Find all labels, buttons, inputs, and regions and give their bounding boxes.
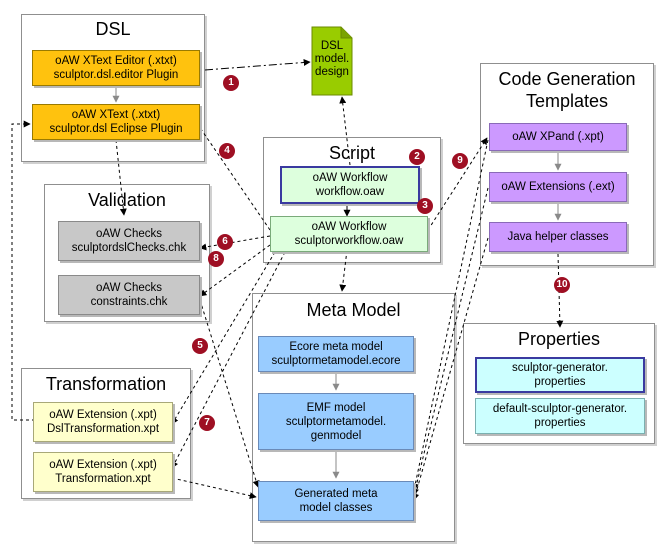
- edge-7-to-transformation: [171, 251, 286, 469]
- node-extensions-line1: oAW Extensions (.ext): [501, 181, 615, 193]
- node-workflow-line1: oAW Workflow: [312, 172, 388, 184]
- node-xtext-plugin[interactable]: oAW XText (.xtxt) sculptor.dsl Eclipse P…: [32, 104, 200, 140]
- step-badge-4: 4: [219, 143, 235, 159]
- node-workflow[interactable]: oAW Workflow workflow.oaw: [280, 166, 420, 204]
- node-xpand-line1: oAW XPand (.xpt): [512, 131, 604, 143]
- transformation-group-title: Transformation: [45, 374, 167, 394]
- properties-group-title: Properties: [517, 329, 601, 349]
- edge-dsltransformation-to-plugin: [11, 120, 35, 421]
- step-badge-3: 3: [417, 198, 433, 214]
- edge-xpand-to-generated: [411, 139, 489, 491]
- meta-model-group-title: Meta Model: [306, 300, 401, 320]
- document-shape: [311, 26, 353, 96]
- node-emf-model-line1: EMF model: [306, 401, 366, 414]
- document-label: DSL model. design: [312, 40, 352, 79]
- node-checks-dsl[interactable]: oAW Checks sculptordslChecks.chk: [58, 221, 200, 261]
- edge-constraints-to-generated: [199, 299, 260, 488]
- step-badge-8: 8: [208, 251, 224, 267]
- script-group-title: Script: [328, 143, 375, 163]
- node-emf-model[interactable]: EMF model sculptormetamodel. genmodel: [258, 393, 414, 450]
- node-default-props-line2: properties: [534, 417, 586, 429]
- document-label-line2: model.: [314, 53, 350, 65]
- node-checks-constraints-line2: constraints.chk: [90, 296, 168, 308]
- node-xtext-editor[interactable]: oAW XText Editor (.xtxt) sculptor.dsl.ed…: [32, 50, 200, 86]
- node-xtext-editor-line2: sculptor.dsl.editor Plugin: [53, 69, 179, 81]
- edge-9-to-xpand: [427, 137, 488, 231]
- node-emf-model-line3: genmodel: [310, 429, 362, 442]
- validation-group-title: Validation: [88, 190, 166, 210]
- document-label-line1: DSL: [320, 40, 344, 52]
- code-generation-group-title-line2: Templates: [525, 91, 609, 111]
- node-xtext-plugin-line2: sculptor.dsl Eclipse Plugin: [49, 123, 183, 135]
- node-checks-dsl-line2: sculptordslChecks.chk: [71, 242, 187, 254]
- node-extensions[interactable]: oAW Extensions (.ext): [489, 172, 627, 202]
- node-generated-classes-line1: Generated meta: [294, 488, 378, 500]
- document-label-line3: design: [315, 66, 349, 78]
- node-java-helper-line1: Java helper classes: [507, 231, 609, 243]
- node-xpand[interactable]: oAW XPand (.xpt): [489, 123, 627, 151]
- step-badge-9: 9: [452, 153, 468, 169]
- node-ext-dsl-transformation-line1: oAW Extension (.xpt): [49, 409, 157, 421]
- node-sculptor-workflow-line1: oAW Workflow: [311, 221, 387, 233]
- node-checks-constraints[interactable]: oAW Checks constraints.chk: [58, 275, 200, 315]
- node-ext-transformation-line1: oAW Extension (.xpt): [49, 459, 157, 471]
- edge-script-to-document: [339, 96, 351, 166]
- node-sculptor-workflow-line2: sculptorworkflow.oaw: [294, 235, 404, 247]
- node-generated-classes[interactable]: Generated meta model classes: [258, 481, 414, 521]
- edge-8-to-constraints: [199, 244, 271, 297]
- edge-1-editor-to-document: [204, 58, 311, 71]
- node-ext-dsl-transformation[interactable]: oAW Extension (.xpt) DslTransformation.x…: [33, 402, 173, 442]
- edge-extensions-to-generated: [412, 187, 489, 496]
- node-workflow-line2: workflow.oaw: [315, 186, 385, 198]
- node-ext-dsl-transformation-line2: DslTransformation.xpt: [46, 423, 160, 435]
- edge-4-to-plugin: [191, 115, 271, 231]
- step-badge-2: 2: [409, 149, 425, 165]
- node-ecore-model-line2: sculptormetamodel.ecore: [271, 355, 401, 367]
- node-default-props[interactable]: default-sculptor-generator. properties: [475, 398, 645, 434]
- node-ecore-model-line1: Ecore meta model: [289, 341, 383, 353]
- node-sculptor-props-line2: properties: [534, 376, 586, 388]
- edge-transformation-to-generated: [171, 477, 257, 500]
- step-badge-1: 1: [223, 75, 239, 91]
- node-default-props-line1: default-sculptor-generator.: [492, 403, 628, 415]
- node-xtext-plugin-line1: oAW XText (.xtxt): [71, 109, 161, 121]
- node-generated-classes-line2: model classes: [299, 502, 373, 514]
- document-fold: [340, 27, 352, 39]
- node-emf-model-line2: sculptormetamodel.: [285, 415, 387, 428]
- node-ecore-model[interactable]: Ecore meta model sculptormetamodel.ecore: [258, 336, 414, 372]
- edge-script-to-metamodel: [339, 249, 348, 292]
- node-sculptor-props[interactable]: sculptor-generator. properties: [475, 357, 645, 393]
- step-badge-5: 5: [192, 338, 208, 354]
- node-sculptor-props-line1: sculptor-generator.: [512, 362, 608, 374]
- edge-plugin-to-validation: [115, 139, 127, 216]
- node-xtext-editor-line1: oAW XText Editor (.xtxt): [55, 55, 177, 67]
- step-badge-6: 6: [217, 234, 233, 250]
- dsl-group-title: DSL: [95, 19, 131, 39]
- step-badge-7: 7: [199, 415, 215, 431]
- node-checks-constraints-line1: oAW Checks: [95, 282, 163, 294]
- node-ext-transformation-line2: Transformation.xpt: [55, 473, 151, 485]
- step-badge-10: 10: [554, 277, 570, 293]
- node-ext-transformation[interactable]: oAW Extension (.xpt) Transformation.xpt: [33, 452, 173, 492]
- node-sculptor-workflow[interactable]: oAW Workflow sculptorworkflow.oaw: [270, 216, 428, 252]
- edge-6-to-checks: [199, 235, 271, 251]
- node-checks-dsl-line1: oAW Checks: [95, 228, 163, 240]
- node-java-helper[interactable]: Java helper classes: [489, 222, 627, 252]
- code-generation-group-title-line1: Code Generation: [498, 69, 636, 89]
